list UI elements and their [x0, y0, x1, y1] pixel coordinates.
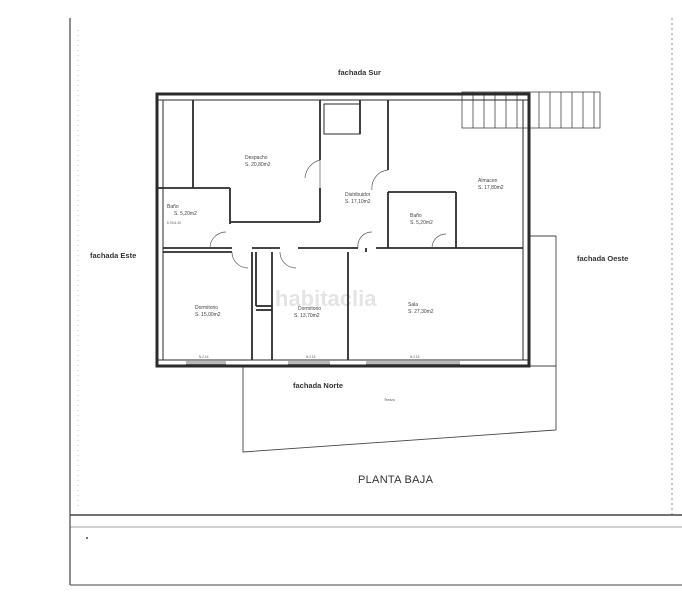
- exterior-walls: [155, 92, 531, 368]
- room-bano-2-area: S. 5,20m2: [410, 220, 433, 226]
- room-dormitorio-1-name: Dormitorio: [195, 305, 218, 311]
- room-sala-area: S. 27,30m2: [408, 309, 434, 315]
- window-tag-1: N.2.15: [199, 355, 209, 359]
- room-almacen-name: Almacen: [478, 178, 498, 184]
- interior-walls: [157, 100, 523, 360]
- room-terraza-name: Terraza: [384, 398, 395, 402]
- terrace-outline: [242, 365, 557, 453]
- room-despacho-name: Despacho: [245, 155, 268, 161]
- stairs: [461, 91, 601, 129]
- room-bano-1-name: Baño: [167, 204, 179, 210]
- room-almacen-area: S. 17,80m2: [478, 185, 504, 191]
- facade-east-label: fachada Este: [90, 251, 136, 260]
- stray-mark: [86, 537, 88, 539]
- room-distribuidor-name: Distribuidor: [345, 192, 371, 198]
- facade-south-label: fachada Sur: [338, 68, 381, 77]
- bano-1-dimension: 6,70x1,20: [167, 221, 181, 225]
- door-swings: [209, 159, 447, 269]
- facade-west-label: fachada Oeste: [577, 254, 628, 263]
- room-sala-name: Sala: [408, 302, 418, 308]
- watermark: habitaclia: [275, 286, 377, 311]
- room-bano-2-name: Baño: [410, 213, 422, 219]
- window-tag-3: N.2.15: [410, 355, 420, 359]
- facade-north-label: fachada Norte: [293, 381, 343, 390]
- room-distribuidor-area: S. 17,10m2: [345, 199, 371, 205]
- room-dormitorio-1-area: S. 15,00m2: [195, 312, 221, 318]
- plan-title: PLANTA BAJA: [358, 474, 434, 486]
- windows: [186, 361, 460, 365]
- room-dormitorio-2-area: S. 13,70m2: [294, 313, 320, 319]
- room-dormitorio-2-name: Dormitorio: [298, 306, 321, 312]
- window-tag-2: N.2.15: [306, 355, 316, 359]
- room-bano-1-area: S. 5,20m2: [174, 211, 197, 217]
- room-labels: Despacho S. 20,80m2 Distribuidor S. 17,1…: [167, 155, 504, 402]
- room-despacho-area: S. 20,80m2: [245, 162, 271, 168]
- sheet-frame: [69, 18, 682, 586]
